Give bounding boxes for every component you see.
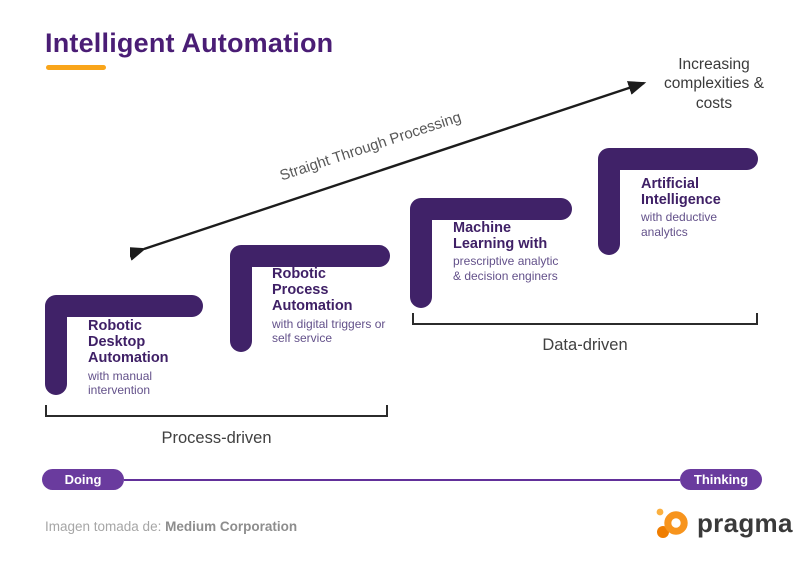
pragma-logo-text: pragma — [697, 507, 793, 538]
page-title: Intelligent Automation — [45, 28, 334, 58]
step-corner-shape-2 — [230, 245, 390, 352]
step-2-heading: Robotic Process Automation — [272, 266, 353, 315]
thinking-pill: Thinking — [680, 469, 762, 490]
step-4-heading: Artificial Intelligence — [641, 176, 721, 209]
step-corner-shape-4 — [598, 148, 758, 255]
image-credit: Imagen tomada de: Medium Corporation — [45, 519, 297, 534]
double-arrow — [130, 81, 647, 261]
data-driven-label: Data-driven — [542, 336, 628, 354]
doing-pill: Doing — [42, 469, 124, 490]
step-2-text: Robotic Process Automation with digital … — [272, 266, 398, 345]
pragma-logo: pragma — [652, 502, 793, 544]
doing-thinking-axis: Doing Thinking — [42, 469, 762, 490]
axis-line — [124, 478, 680, 481]
step-1-heading: Robotic Desktop Automation — [88, 318, 169, 367]
step-corner-shape-1 — [45, 295, 203, 395]
step-3-subtext: prescriptive analytic & decision enginer… — [453, 254, 559, 283]
step-4-subtext: with deductive analytics — [641, 210, 718, 239]
credit-source: Medium Corporation — [165, 519, 298, 534]
step-1-subtext: with manual intervention — [88, 368, 153, 397]
title-underline — [46, 65, 106, 70]
step-4-text: Artificial Intelligence with deductive a… — [641, 176, 753, 239]
data-driven-bracket — [412, 313, 758, 325]
step-3-text: Machine Learning with prescriptive analy… — [453, 220, 569, 283]
credit-prefix: Imagen tomada de: — [45, 519, 166, 534]
step-corner-shape-3 — [410, 198, 572, 308]
step-3-heading: Machine Learning with — [453, 220, 548, 253]
step-2-subtext: with digital triggers or self service — [272, 316, 386, 345]
process-driven-label: Process-driven — [161, 429, 272, 447]
process-driven-bracket — [45, 405, 388, 417]
step-1-text: Robotic Desktop Automation with manual i… — [88, 318, 200, 397]
increasing-complexities-note: Increasing complexities & costs — [664, 56, 764, 112]
pragma-logo-icon — [656, 508, 688, 538]
